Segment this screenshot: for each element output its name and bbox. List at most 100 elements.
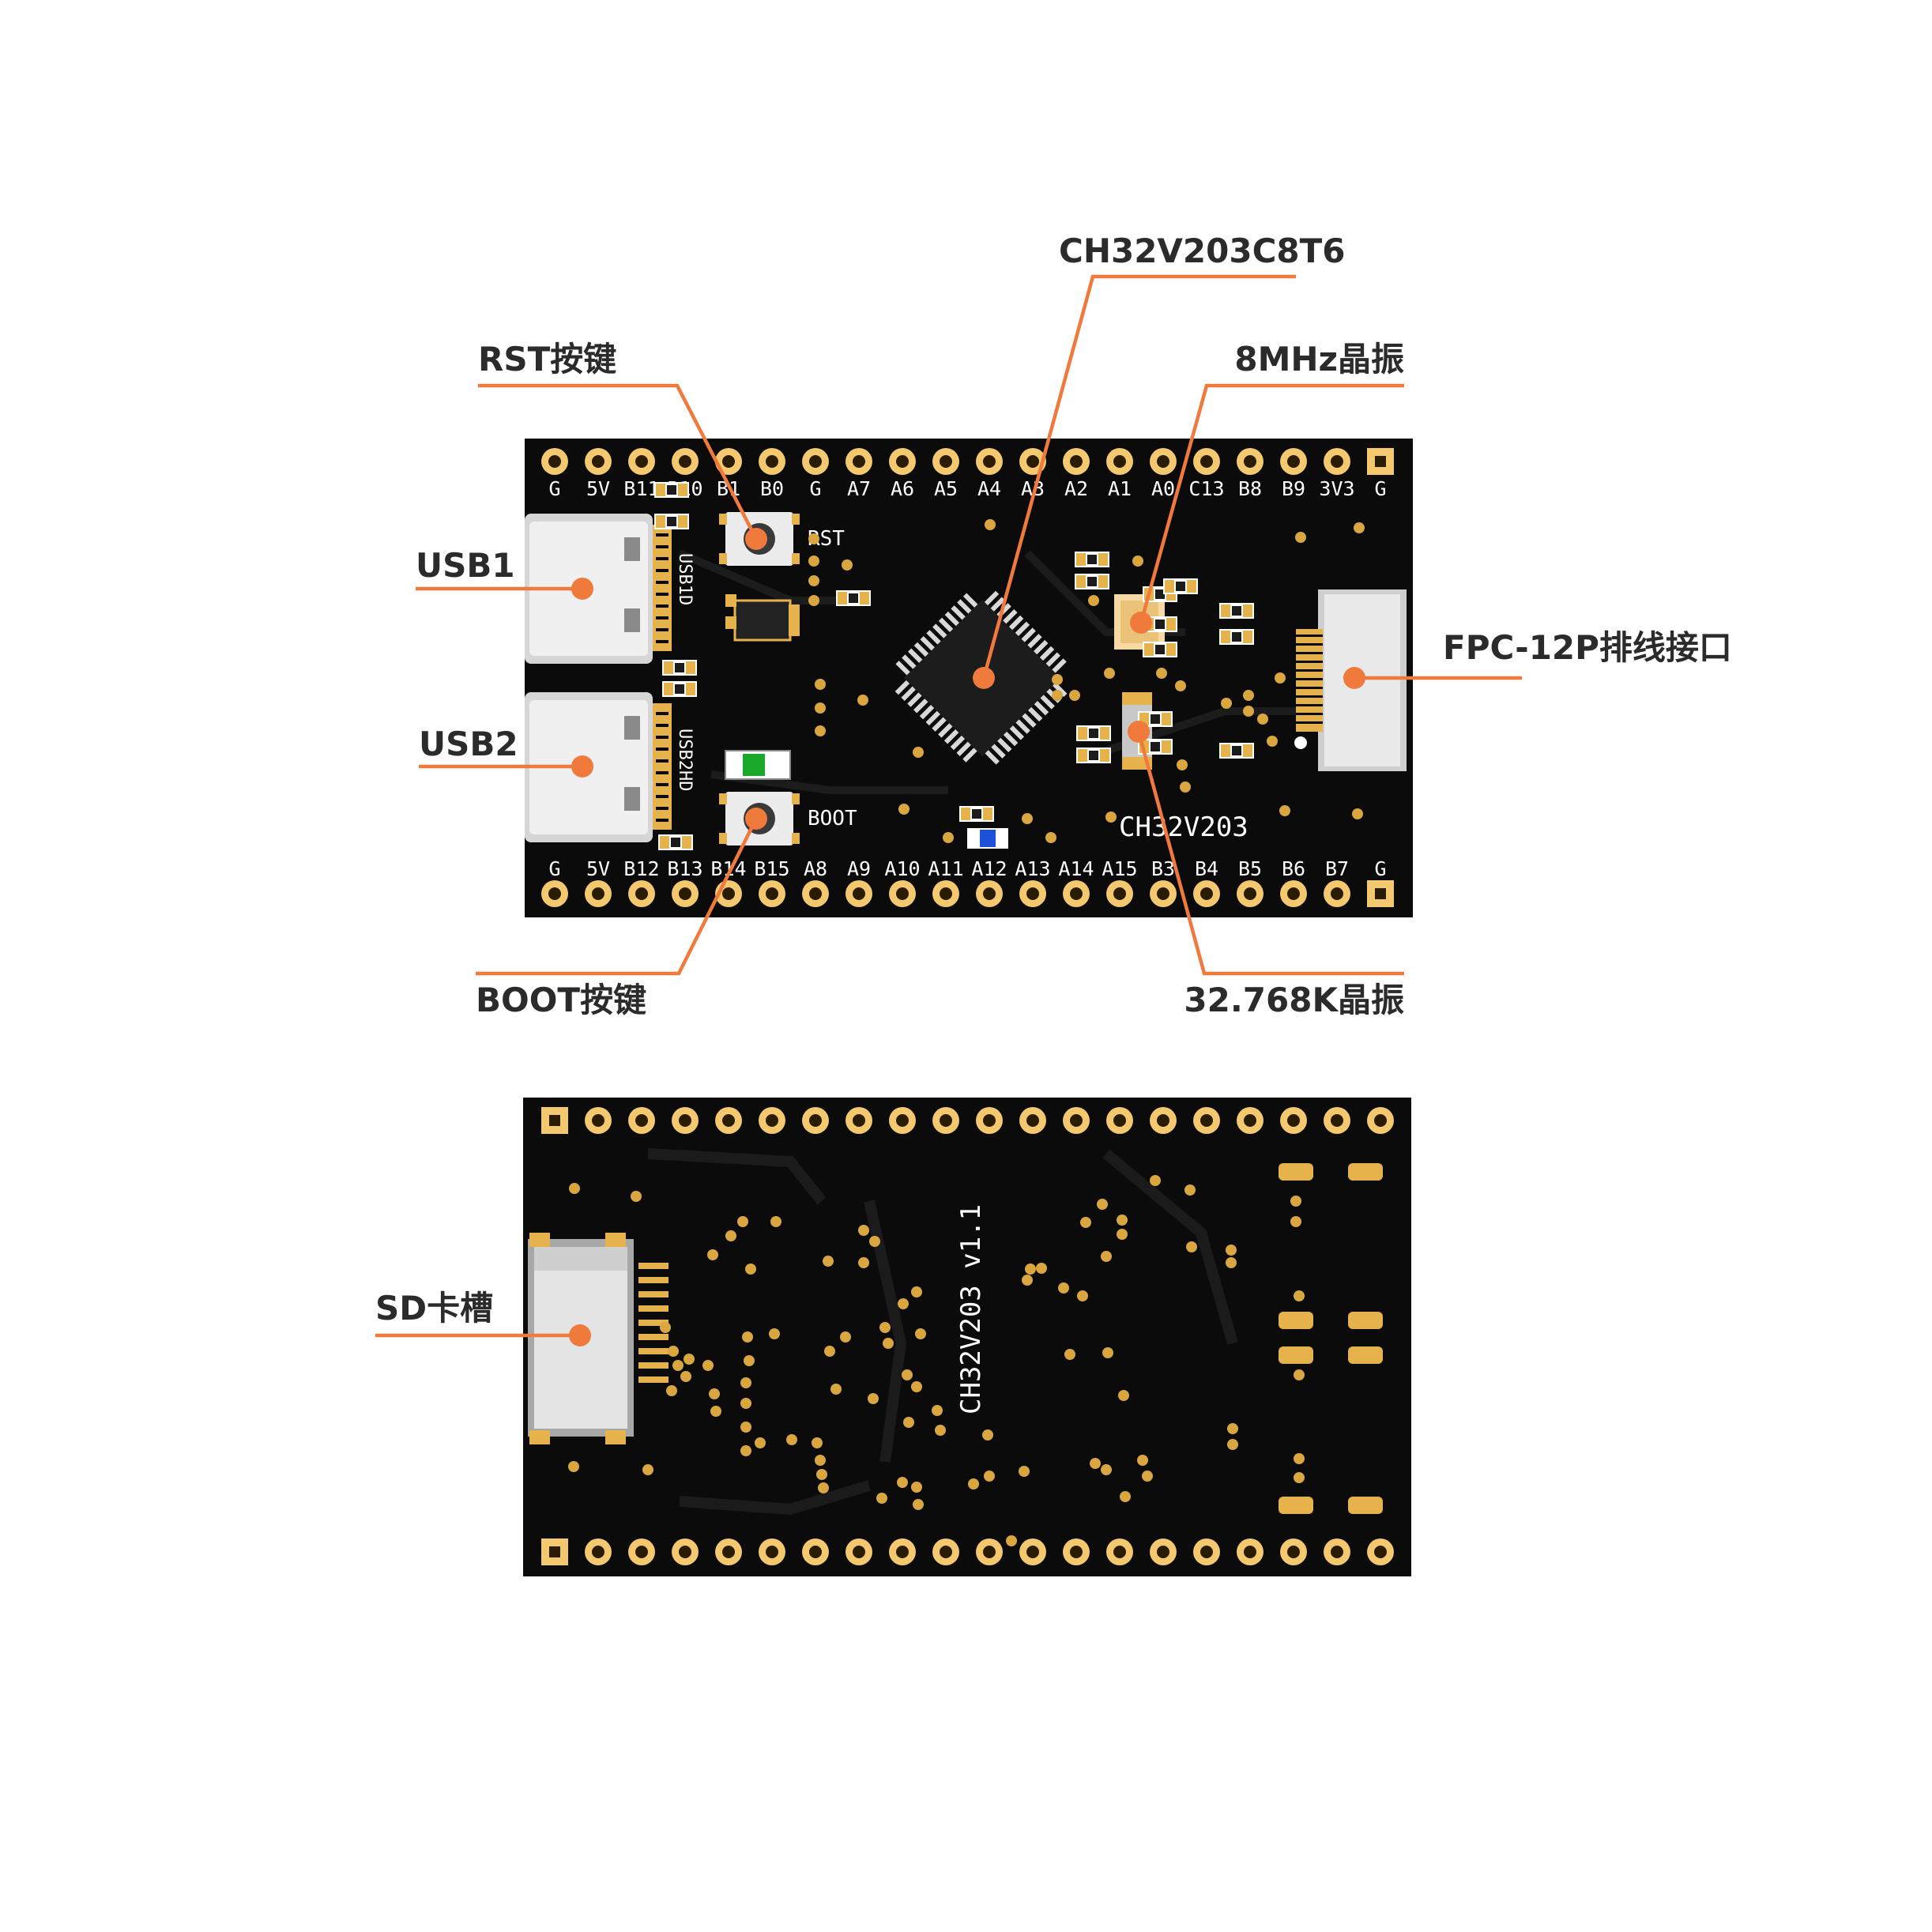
pin-label: A15 — [1102, 857, 1137, 880]
via — [1101, 1464, 1112, 1475]
mcu-lead — [895, 661, 910, 676]
pin-pad — [1019, 1538, 1046, 1565]
via — [868, 1393, 879, 1404]
mcu-lead — [932, 623, 947, 638]
mcu-lead — [962, 748, 977, 763]
via — [1045, 832, 1056, 843]
leader-dot-usb1 — [571, 578, 593, 600]
via — [740, 1422, 751, 1433]
via — [808, 555, 819, 567]
smd-passive — [1075, 552, 1109, 567]
via — [740, 1398, 751, 1409]
mcu-lead — [920, 635, 935, 651]
via — [1267, 736, 1278, 747]
pin-pad — [932, 448, 959, 475]
smd-passive — [1219, 743, 1254, 759]
voltage-regulator — [725, 594, 800, 642]
pin-label: G — [548, 477, 560, 500]
via — [702, 1360, 714, 1371]
pin-pad — [1280, 880, 1307, 907]
via — [913, 747, 924, 758]
bottom-board-bottom-pads — [541, 1538, 1394, 1565]
sd-card-slot — [528, 1233, 668, 1444]
pin-label: B9 — [1282, 477, 1305, 500]
via — [707, 1249, 718, 1260]
via — [903, 1417, 914, 1428]
mcu-lead — [932, 717, 947, 732]
via — [869, 1236, 880, 1247]
pin-pad — [802, 1107, 829, 1134]
via — [568, 1461, 579, 1472]
mcu-lead — [1015, 621, 1030, 636]
pin-pad — [1150, 448, 1177, 475]
power-led — [725, 750, 791, 780]
via — [1294, 1369, 1305, 1380]
leader-dot-crystal-8m — [1130, 612, 1152, 634]
mcu-lead — [907, 648, 923, 663]
via — [1175, 680, 1186, 691]
via — [815, 725, 826, 736]
via — [1118, 1390, 1129, 1401]
via — [1177, 759, 1188, 770]
via — [808, 595, 819, 606]
pin-label: G — [548, 857, 560, 880]
vias — [808, 519, 1365, 843]
mcu-lead — [957, 599, 972, 614]
callout-fpc: FPC-12P排线接口 — [1443, 628, 1732, 667]
pin-label: B12 — [623, 857, 659, 880]
pin-pad — [976, 448, 1003, 475]
smd-passive — [1163, 578, 1198, 594]
via — [1142, 1471, 1153, 1482]
bottom-board: CH32V203 v1.1 — [523, 1098, 1411, 1576]
via — [1295, 532, 1306, 543]
smd-passive — [1219, 629, 1254, 645]
callout-rst-key: RST按键 — [478, 340, 616, 378]
mcu-lead — [938, 723, 953, 738]
via — [1156, 668, 1167, 679]
smd-passive — [654, 514, 689, 529]
mcu-lead — [943, 729, 959, 744]
callout-crystal-8m: 8MHz晶振 — [1234, 340, 1404, 378]
via — [1090, 1458, 1101, 1469]
pin-pad — [715, 1107, 742, 1134]
pin-pad — [976, 880, 1003, 907]
via — [1227, 1423, 1238, 1434]
callouts: CH32V203C8T6 RST按键 8MHz晶振 USB1 FPC-12P排线… — [375, 232, 1732, 1346]
via — [898, 804, 910, 815]
pin-pad — [1150, 880, 1177, 907]
via — [1184, 1184, 1196, 1196]
via — [984, 1471, 995, 1482]
via — [740, 1445, 751, 1456]
pin-pad — [1193, 1107, 1220, 1134]
pin-pad — [628, 1538, 655, 1565]
pin-label: B7 — [1325, 857, 1349, 880]
mcu-lead — [902, 654, 917, 669]
via — [1080, 1217, 1091, 1228]
via — [985, 519, 996, 530]
via — [902, 1369, 913, 1380]
via — [858, 1257, 869, 1268]
pin-pad — [1150, 1538, 1177, 1565]
pin-pad — [759, 1538, 785, 1565]
pin-label: B3 — [1151, 857, 1175, 880]
mcu-lead — [991, 744, 1006, 759]
via — [815, 1455, 826, 1466]
mcu-lead — [913, 699, 928, 714]
mcu-lead — [1022, 713, 1037, 728]
callout-usb2: USB2 — [419, 725, 518, 763]
via — [1117, 1215, 1128, 1226]
via — [745, 1264, 756, 1275]
leader-boot-key — [476, 817, 759, 976]
pin-pad — [932, 880, 959, 907]
via — [642, 1464, 653, 1475]
pin-pad — [802, 1538, 829, 1565]
pin-label: 5V — [586, 477, 610, 500]
pin-pad — [1324, 880, 1350, 907]
pin-label: 3V3 — [1319, 477, 1354, 500]
mcu-lead — [1045, 652, 1060, 667]
mcu-lead — [1003, 731, 1019, 747]
pin-pad — [1193, 1538, 1220, 1565]
pin-pad — [1367, 1107, 1394, 1134]
via — [1069, 690, 1080, 701]
pin-label: A5 — [934, 477, 958, 500]
